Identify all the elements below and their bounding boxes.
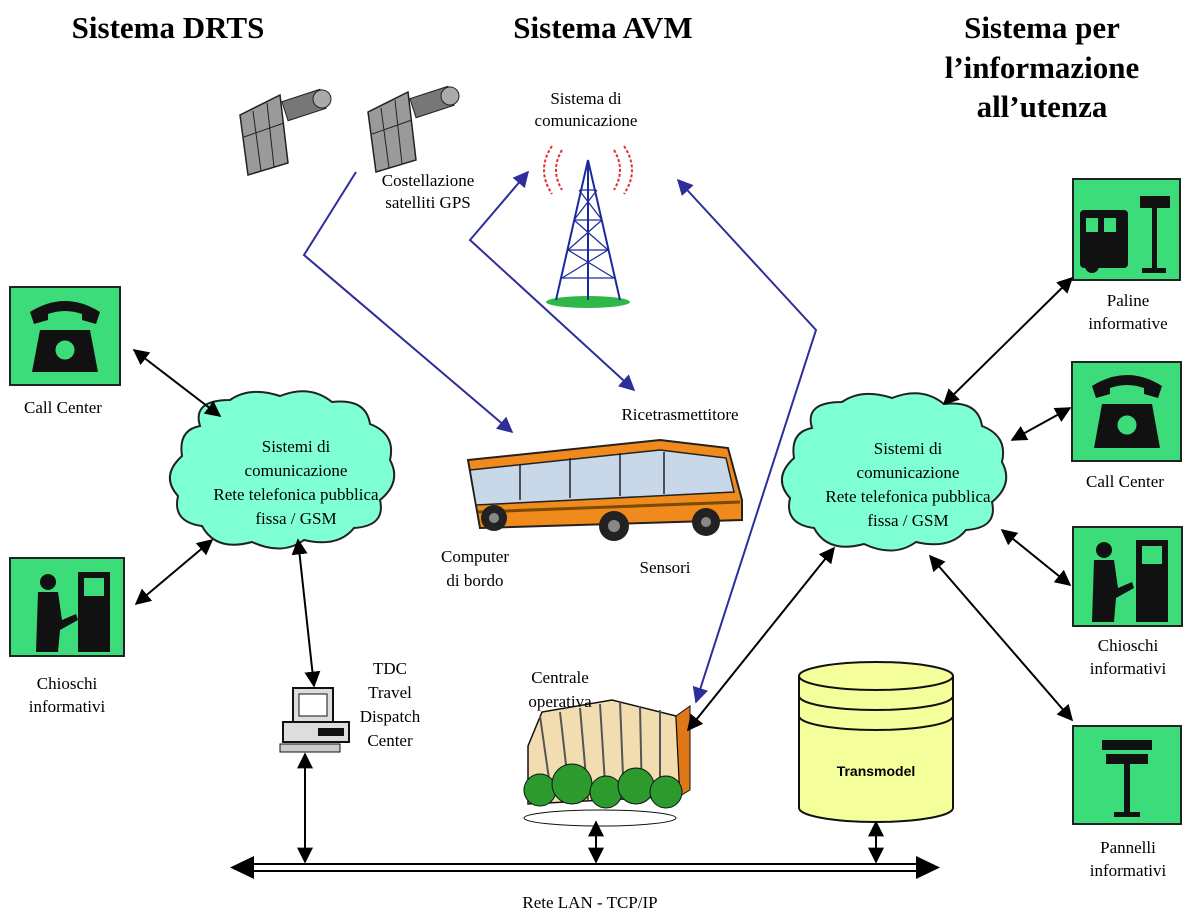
stops-box-right xyxy=(1072,178,1181,281)
tower-label: Sistema di xyxy=(550,89,622,108)
link-gps-bus xyxy=(302,171,514,434)
arrow-kiosk-right xyxy=(1000,528,1072,587)
kiosk-right-label: Chioschi xyxy=(1098,636,1159,655)
tdc-label-line: Center xyxy=(367,731,413,750)
tdc-label: TDC Travel Dispatch Center xyxy=(360,659,421,750)
bus-sensors-label: Sensori xyxy=(640,558,691,577)
tower-label: comunicazione xyxy=(535,111,638,130)
cloud-right xyxy=(781,392,1008,552)
cloud-right-text: Sistemi di comunicazione Rete telefonica… xyxy=(825,439,991,530)
heading-info: Sistema per l’informazione all’utenza xyxy=(945,10,1140,124)
arrow-cloud-tdc xyxy=(291,538,321,688)
telephone-icon xyxy=(30,301,100,372)
radio-tower-icon xyxy=(543,145,633,308)
kiosk-icon xyxy=(36,572,110,652)
call-center-right-label: Call Center xyxy=(1086,472,1164,491)
heading-info-line: Sistema per xyxy=(964,10,1120,45)
satellite-icon xyxy=(239,88,332,176)
heading-drts: Sistema DRTS xyxy=(72,10,265,45)
panels-box-right xyxy=(1072,725,1182,825)
call-center-box-left xyxy=(9,286,121,386)
satellite-icon xyxy=(367,85,460,173)
bus-icon xyxy=(466,438,743,541)
building-icon xyxy=(523,699,691,827)
info-panel-icon xyxy=(1102,740,1152,817)
tdc-label-line: TDC xyxy=(373,659,407,678)
kiosk-icon xyxy=(1092,540,1168,622)
call-center-box-right xyxy=(1071,361,1182,462)
panels-right-label: Pannelli xyxy=(1100,838,1156,857)
arrow-central-cloud-right xyxy=(686,546,836,732)
arrow-stops-right xyxy=(942,276,1074,406)
cloud-left-line: Rete telefonica pubblica xyxy=(213,485,379,504)
central-label: operativa xyxy=(528,692,592,711)
cloud-left-line: Sistemi di xyxy=(262,437,331,456)
stops-right-label: informative xyxy=(1088,314,1167,333)
database-icon xyxy=(798,661,954,823)
arrow-kiosk-left xyxy=(134,538,214,606)
satellites-label: Costellazione xyxy=(382,171,475,190)
call-center-left-label: Call Center xyxy=(24,398,102,417)
cloud-left xyxy=(169,390,396,550)
tdc-label-line: Travel xyxy=(368,683,412,702)
link-bus-tower xyxy=(468,170,636,392)
kiosk-box-right xyxy=(1072,526,1183,627)
arrow-call-center-left xyxy=(132,349,222,417)
bus-computer-label: Computer xyxy=(441,547,509,566)
cloud-right-line: Rete telefonica pubblica xyxy=(825,487,991,506)
satellites-label: satelliti GPS xyxy=(385,193,470,212)
cloud-left-text: Sistemi di comunicazione Rete telefonica… xyxy=(213,437,379,528)
bus-computer-label: di bordo xyxy=(446,571,503,590)
connector-arrows xyxy=(132,276,1074,864)
kiosk-left-label: informativi xyxy=(29,697,106,716)
heading-avm: Sistema AVM xyxy=(513,10,692,45)
stops-right-label: Paline xyxy=(1107,291,1150,310)
bus-stop-icon xyxy=(1080,196,1170,273)
central-label: Centrale xyxy=(531,668,589,687)
kiosk-right-label: informativi xyxy=(1090,659,1167,678)
kiosk-left-label: Chioschi xyxy=(37,674,98,693)
database-label: Transmodel xyxy=(837,763,916,779)
cloud-right-line: Sistemi di xyxy=(874,439,943,458)
tdc-label-line: Dispatch xyxy=(360,707,421,726)
cloud-right-line: comunicazione xyxy=(857,463,960,482)
arrow-call-center-right xyxy=(1010,407,1072,441)
heading-info-line: l’informazione xyxy=(945,50,1140,85)
cloud-left-line: comunicazione xyxy=(245,461,348,480)
panels-right-label: informativi xyxy=(1090,861,1167,880)
lan-line xyxy=(230,856,940,879)
arrow-panels-right xyxy=(928,554,1074,722)
cloud-left-line: fissa / GSM xyxy=(255,509,336,528)
link-tower-central xyxy=(676,178,818,704)
computer-icon xyxy=(279,687,350,753)
heading-info-line: all’utenza xyxy=(977,89,1108,124)
bus-transceiver-label: Ricetrasmettitore xyxy=(621,405,738,424)
wireless-links xyxy=(302,170,818,704)
lan-label: Rete LAN - TCP/IP xyxy=(522,893,657,912)
kiosk-box-left xyxy=(9,557,125,657)
cloud-right-line: fissa / GSM xyxy=(867,511,948,530)
telephone-icon xyxy=(1092,375,1162,448)
